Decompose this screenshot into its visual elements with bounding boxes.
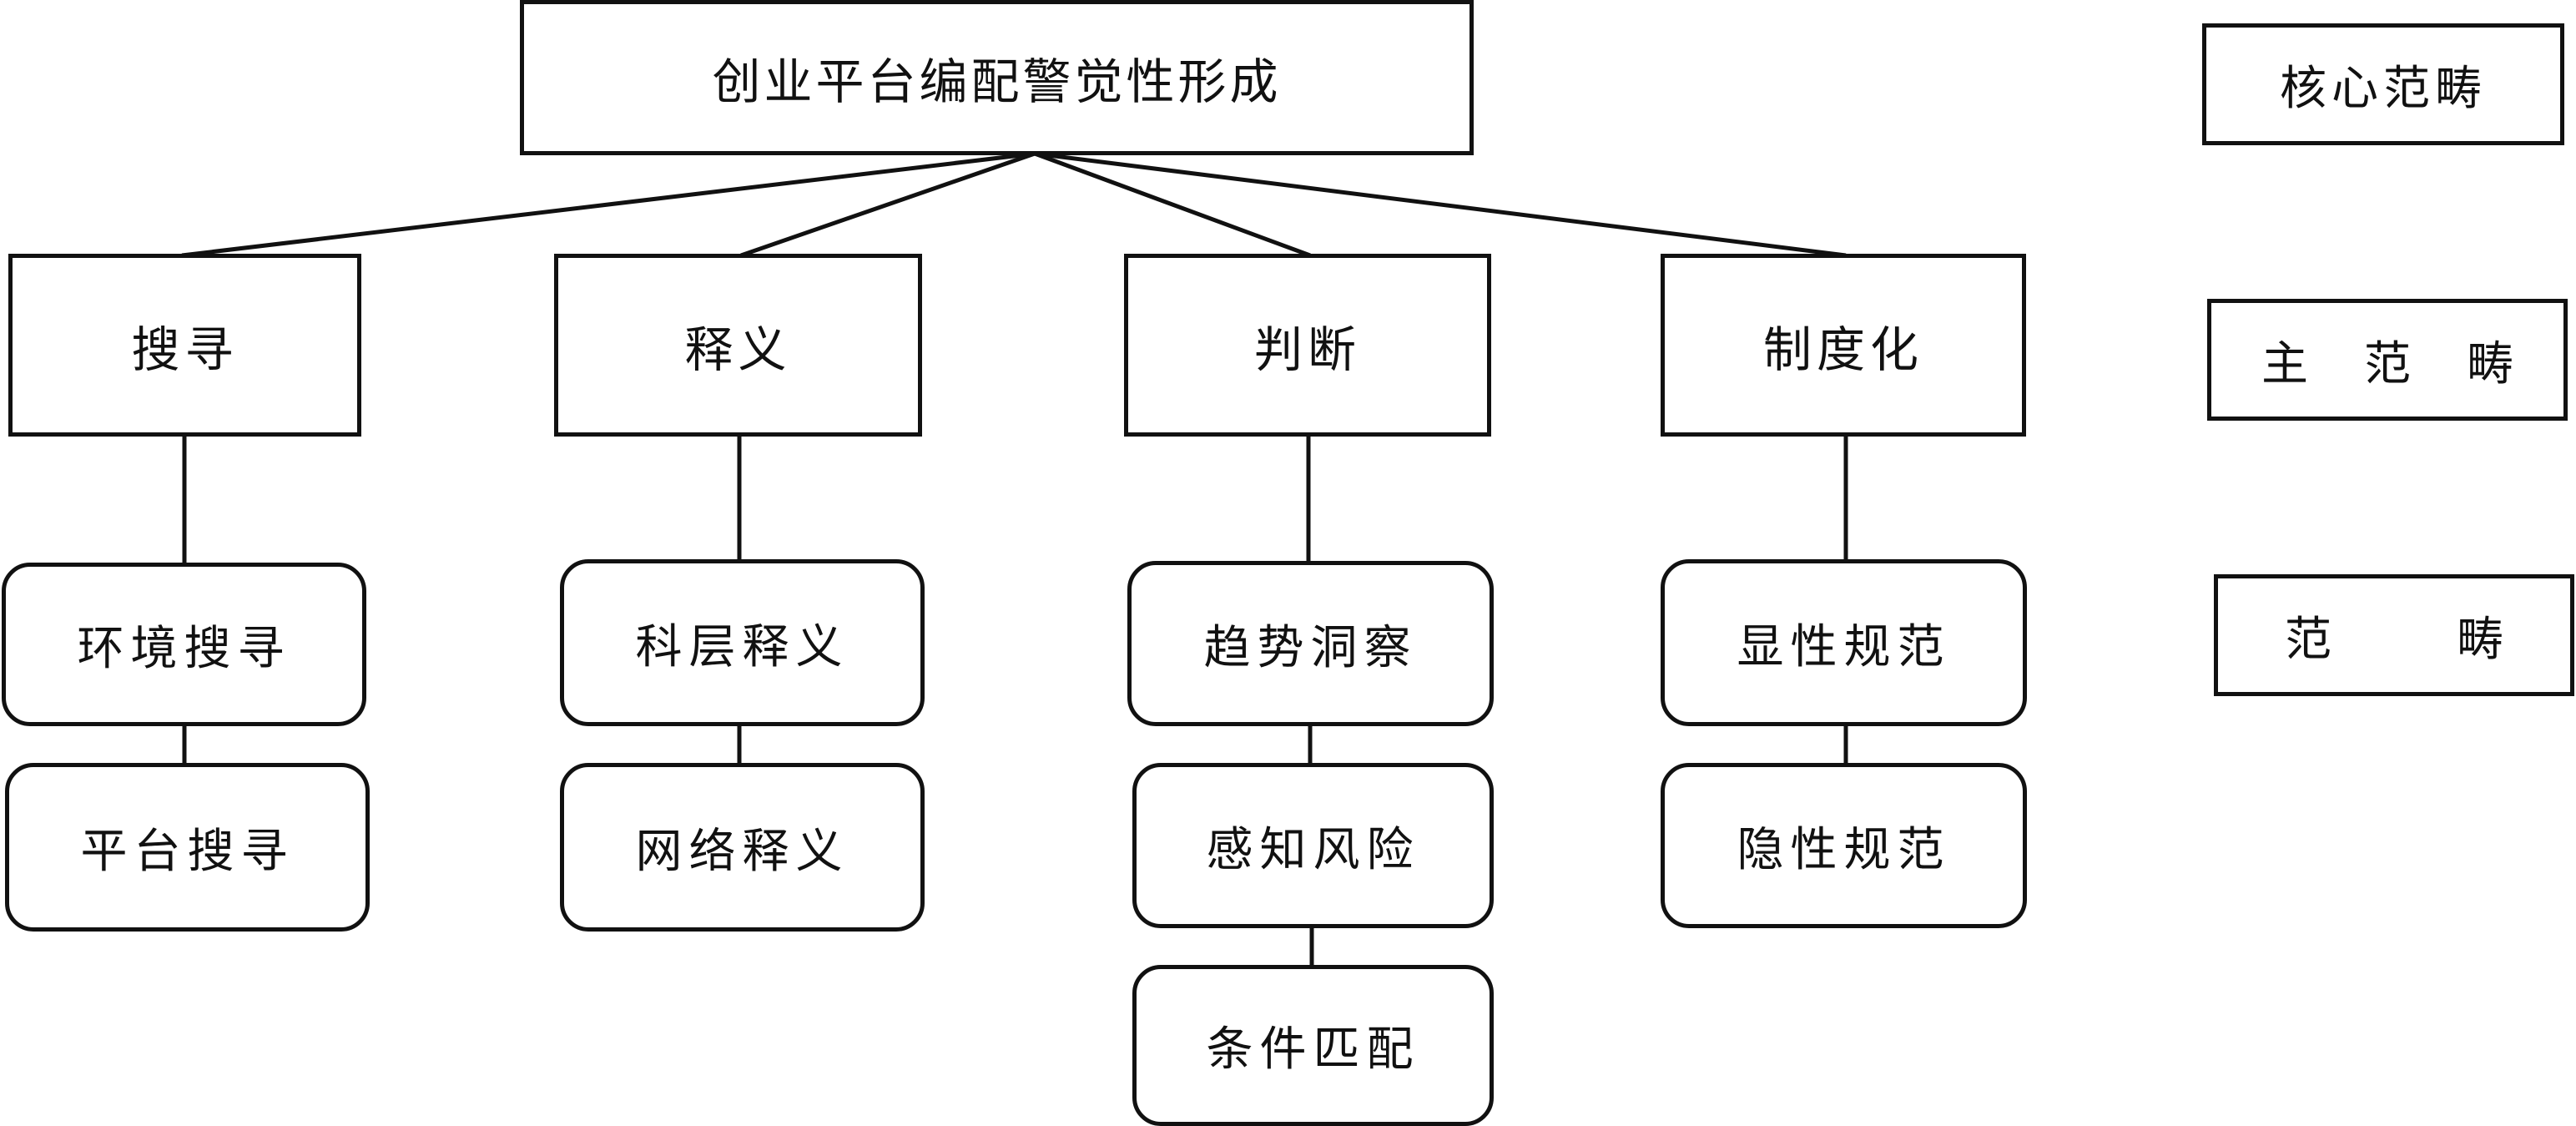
connector-core-search [181,151,1036,258]
core-category-label: 创业平台编配警觉性形成 [712,53,1282,110]
legend-main-category-char: 主 [2261,336,2308,391]
main-category-label: 搜寻 [131,321,239,378]
legend-core-category: 核心范畴 [2202,23,2564,145]
main-category-search: 搜寻 [8,254,361,437]
sub-category-label: 隐性规范 [1737,822,1951,877]
sub-category-condition-matching: 条件匹配 [1132,965,1494,1126]
connector-core-judgment [1034,151,1311,258]
sub-category-label: 趋势洞察 [1203,620,1418,675]
sub-category-perceived-risk: 感知风险 [1132,763,1494,928]
sub-category-implicit-norms: 隐性规范 [1661,763,2027,928]
main-category-label: 制度化 [1762,321,1923,378]
main-category-judgment: 判断 [1124,254,1491,437]
legend-core-category-label: 核心范畴 [2280,61,2487,116]
connector-core-institutionalization [1034,151,1847,258]
sub-category-label: 显性规范 [1737,619,1951,674]
sub-category-environment-search: 环境搜寻 [2,563,366,726]
legend-main-category: 主 范 畴 [2207,299,2568,421]
sub-category-explicit-norms: 显性规范 [1661,559,2027,726]
legend-main-category-char: 范 [2364,336,2411,391]
legend-main-category-char: 畴 [2467,336,2513,391]
sub-category-network-interpretation: 网络释义 [560,763,925,932]
sub-category-platform-search: 平台搜寻 [5,763,370,932]
main-category-label: 判断 [1253,321,1361,378]
sub-category-label: 感知风险 [1206,822,1420,877]
sub-category-hierarchy-interpretation: 科层释义 [560,559,925,726]
sub-category-label: 平台搜寻 [80,824,295,879]
connector-core-interpretation [740,151,1036,258]
main-category-interpretation: 释义 [554,254,922,437]
sub-category-label: 环境搜寻 [77,621,291,676]
legend-category: 范 畴 [2214,574,2574,696]
legend-category-char: 范 [2285,612,2332,667]
main-category-label: 释义 [684,321,792,378]
sub-category-label: 科层释义 [635,619,849,674]
sub-category-label: 网络释义 [635,824,849,879]
main-category-institutionalization: 制度化 [1661,254,2026,437]
sub-category-trend-insight: 趋势洞察 [1127,561,1494,726]
sub-category-label: 条件匹配 [1206,1022,1420,1077]
core-category-box: 创业平台编配警觉性形成 [520,0,1474,155]
legend-category-char: 畴 [2457,612,2503,667]
